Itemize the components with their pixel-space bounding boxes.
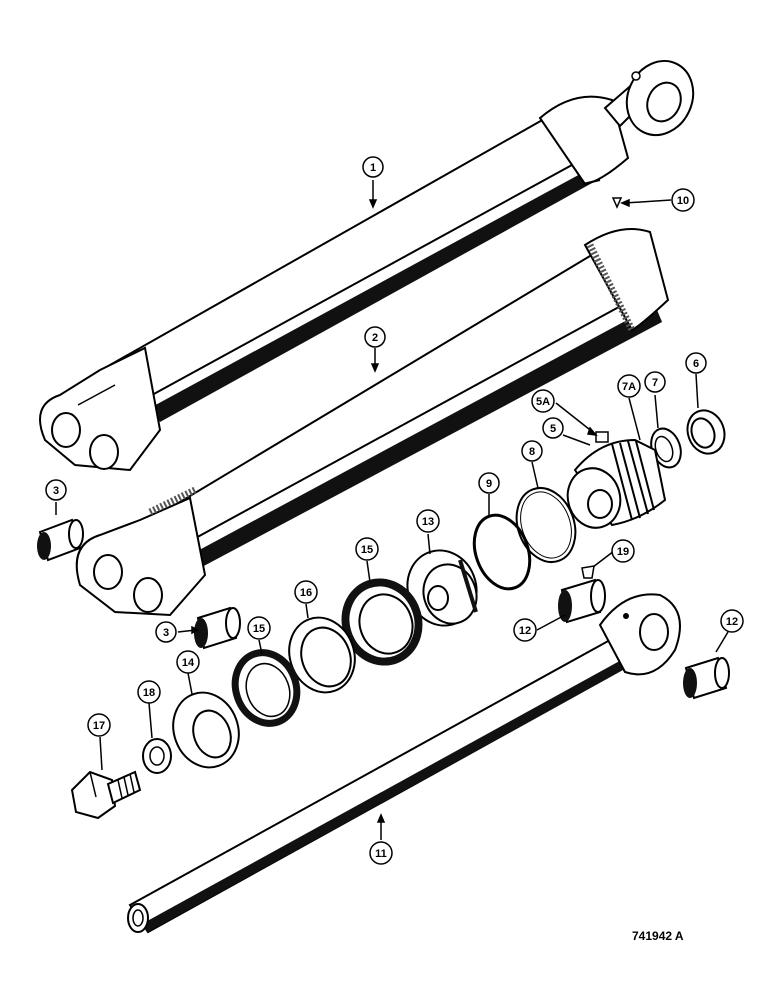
- cylinder-tube-2: [75, 228, 670, 617]
- callout-number: 13: [422, 516, 434, 528]
- callout-circle: [521, 440, 543, 462]
- callout-8: 8: [521, 440, 543, 462]
- bushing-12-left: [558, 578, 606, 624]
- callout-19: 19: [611, 539, 635, 563]
- bushing-3-upper: [37, 518, 84, 562]
- callout-circle: [671, 188, 695, 212]
- callout-number: 19: [617, 546, 629, 558]
- callout-circle: [294, 580, 318, 604]
- callout-15: 15: [355, 537, 379, 561]
- cylinder-assembly-1: [39, 60, 695, 472]
- callout-16: 16: [294, 580, 318, 604]
- callout-number: 15: [361, 544, 373, 556]
- piston-rod-11: [127, 593, 681, 934]
- callout-number: 3: [163, 627, 169, 639]
- callout-14: 14: [176, 650, 200, 674]
- callout-number: 8: [529, 446, 535, 458]
- callout-number: 15: [253, 623, 265, 635]
- seal-15-lower: [231, 649, 301, 727]
- callout-number: 1: [370, 162, 376, 174]
- callout-6: 6: [685, 352, 707, 374]
- wiper-6: [686, 409, 726, 455]
- callout-circle: [685, 352, 707, 374]
- callout-circle: [176, 650, 200, 674]
- callout-circle: [478, 472, 500, 494]
- callout-1: 1: [362, 156, 384, 178]
- callout-circle: [247, 616, 271, 640]
- o-ring-9: [472, 513, 532, 591]
- callout-12: 12: [720, 609, 744, 633]
- callout-circle: [611, 539, 635, 563]
- callout-circle: [542, 417, 564, 439]
- piston-13: [406, 549, 478, 627]
- callout-15: 15: [247, 616, 271, 640]
- callout-circle: [617, 374, 641, 398]
- callout-7a: 7A: [617, 374, 641, 398]
- callout-number: 16: [300, 587, 312, 599]
- callout-number: 12: [726, 616, 738, 628]
- callout-number: 5A: [536, 396, 550, 408]
- callout-number: 18: [143, 687, 155, 699]
- callout-9: 9: [478, 472, 500, 494]
- callout-number: 5: [550, 423, 556, 435]
- callout-number: 7A: [622, 381, 636, 393]
- callout-circle: [155, 621, 177, 643]
- callout-2: 2: [364, 326, 386, 348]
- callout-13: 13: [416, 509, 440, 533]
- callout-circle: [45, 479, 67, 501]
- bolt-17: [70, 770, 142, 820]
- callout-12: 12: [513, 618, 537, 642]
- seal-15-upper: [341, 578, 423, 666]
- wear-ring-16: [288, 616, 356, 694]
- callout-3: 3: [45, 479, 67, 501]
- callout-circle: [720, 609, 744, 633]
- callout-3: 3: [155, 621, 177, 643]
- ring-7: [650, 427, 682, 469]
- callout-circle: [362, 156, 384, 178]
- callout-circle: [513, 618, 537, 642]
- callout-circle: [87, 713, 111, 737]
- callout-number: 9: [486, 478, 492, 490]
- callout-number: 11: [375, 848, 387, 860]
- callout-5: 5: [542, 417, 564, 439]
- callout-18: 18: [137, 680, 161, 704]
- callout-number: 2: [372, 332, 378, 344]
- callout-circle: [137, 680, 161, 704]
- callout-10: 10: [671, 188, 695, 212]
- callout-circle: [416, 509, 440, 533]
- figure-reference: 741942 A: [632, 929, 684, 943]
- callout-circle: [644, 371, 666, 393]
- callout-number: 14: [182, 657, 195, 669]
- callout-17: 17: [87, 713, 111, 737]
- retainer-14: [172, 691, 240, 769]
- gland-5: [566, 438, 667, 529]
- callout-circle: [364, 326, 386, 348]
- callout-number: 6: [693, 358, 699, 370]
- grease-fitting-19: [581, 565, 595, 579]
- bushing-3-lower: [194, 606, 241, 650]
- callout-7: 7: [644, 371, 666, 393]
- callout-circle: [531, 389, 555, 413]
- callout-number: 7: [652, 377, 658, 389]
- callout-number: 17: [93, 720, 105, 732]
- callout-circle: [369, 841, 393, 865]
- callout-number: 3: [53, 485, 59, 497]
- callout-number: 10: [677, 195, 689, 207]
- callout-5a: 5A: [531, 389, 555, 413]
- callout-number: 12: [519, 625, 531, 637]
- bushing-12-right: [683, 656, 730, 700]
- plug-5a: [595, 431, 609, 443]
- callout-11: 11: [369, 841, 393, 865]
- washer-18: [142, 738, 172, 774]
- fitting-10: [611, 197, 623, 209]
- leader-lines: [55, 180, 729, 840]
- callout-circle: [355, 537, 379, 561]
